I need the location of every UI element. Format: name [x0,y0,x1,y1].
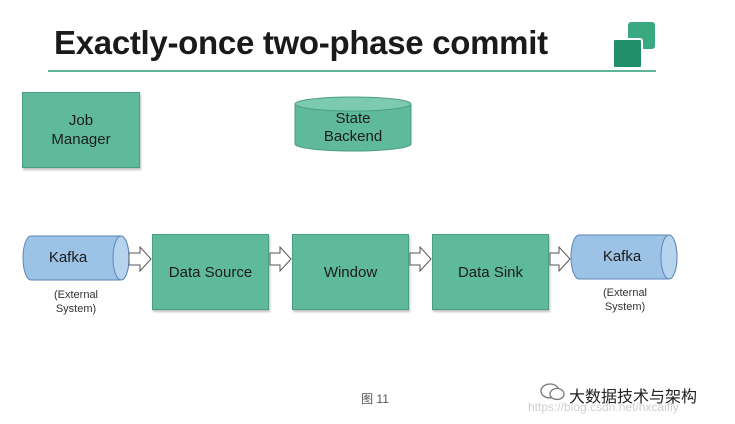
arrow-kafka-to-source [128,245,152,273]
title-divider [48,70,656,72]
watermark-name: 大数据技术与架构 [569,389,698,406]
arrow-source-to-window [269,245,292,273]
kafka-sink-note: (External System) [602,287,648,313]
arrow-sink-to-kafka [549,245,571,273]
kafka-source-note: (External System) [53,289,99,315]
page-title: Exactly-once two-phase commit [54,24,548,61]
state-backend-label: State Backend [323,110,383,145]
data-sink-box: Data Sink [432,234,549,310]
window-box: Window [292,234,409,310]
watermark-url: https://blog.csdn.net/hxcaifly [528,400,679,414]
data-source-box: Data Source [152,234,269,310]
kafka-source-cylinder: Kafka [22,235,130,281]
brand-logo-icon-front [612,38,643,69]
kafka-source-label: Kafka [48,249,88,266]
figure-caption: 图 11 [361,392,389,406]
state-backend-cylinder: State Backend [294,96,412,152]
kafka-sink-label: Kafka [602,248,642,265]
arrow-window-to-sink [409,245,432,273]
kafka-sink-cylinder: Kafka [570,234,678,280]
wechat-icon [540,382,566,407]
job-manager-box: Job Manager [22,92,140,168]
